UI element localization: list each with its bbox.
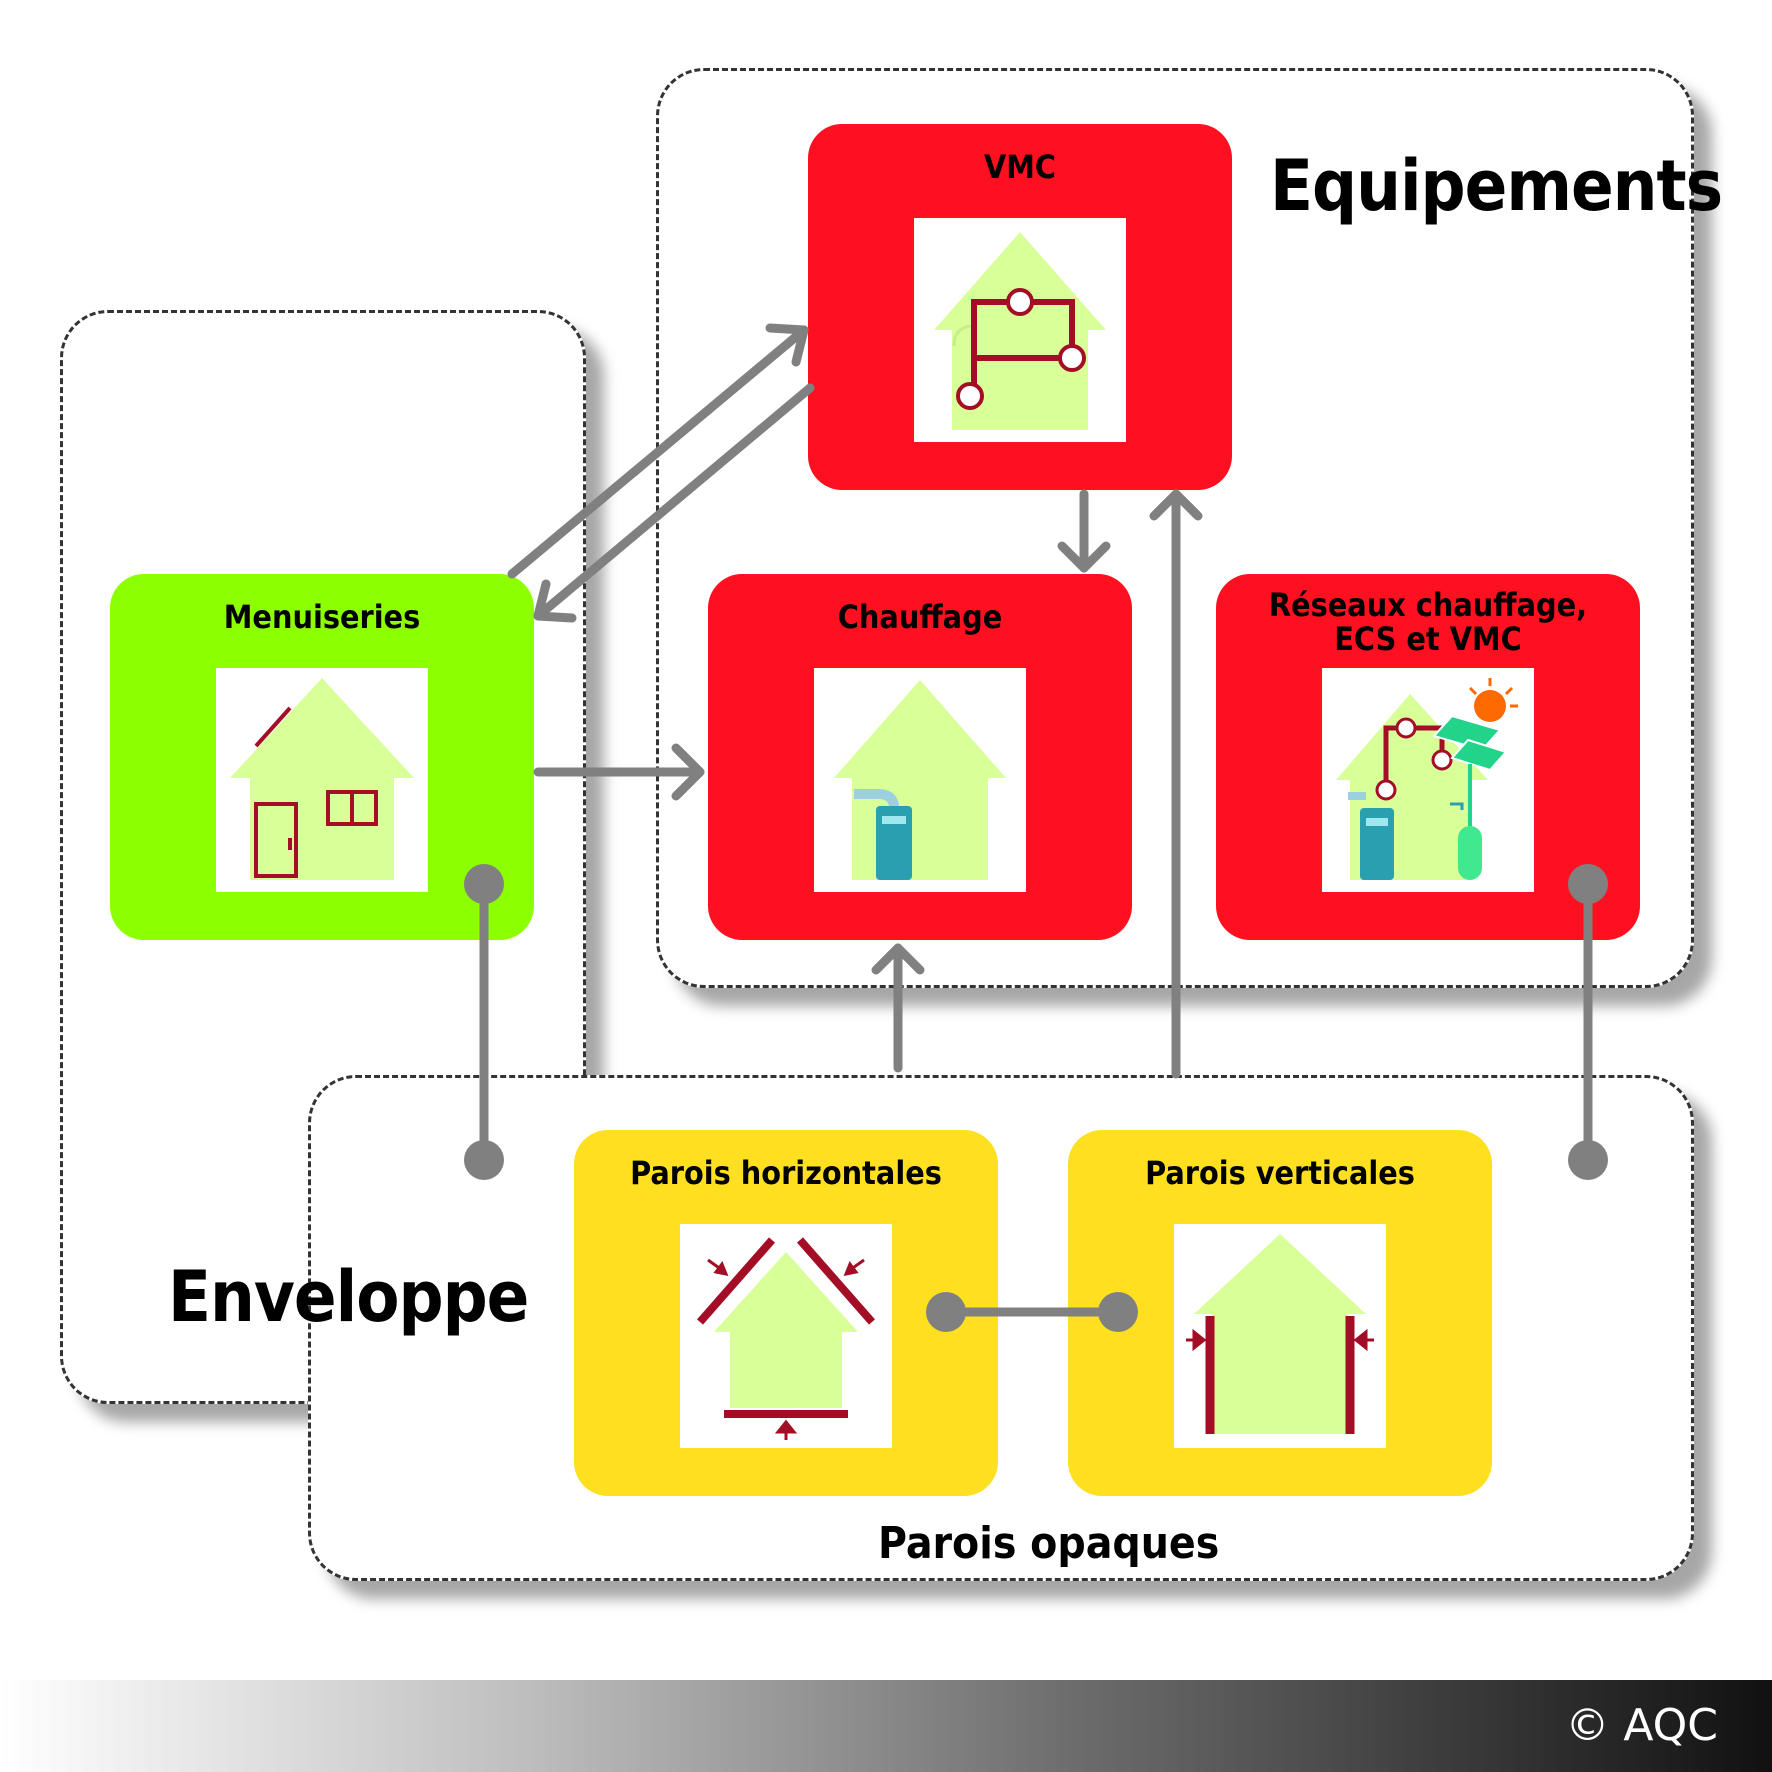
equipements-title: Equipements	[1270, 145, 1723, 227]
parois-verticales-label: Parois verticales	[1145, 1154, 1415, 1192]
vmc-label: VMC	[983, 148, 1057, 186]
vmc-house-icon	[914, 218, 1126, 442]
reseaux-card: Réseaux chauffage, ECS et VMC	[1216, 574, 1640, 940]
parois-verticales-card: Parois verticales	[1068, 1130, 1492, 1496]
parois-horizontales-label: Parois horizontales	[630, 1154, 942, 1192]
parois-horizontales-house-icon	[680, 1224, 892, 1448]
copyright: © AQC	[1565, 1700, 1718, 1751]
parois-opaques-title: Parois opaques	[878, 1518, 1220, 1569]
parois-horizontales-card: Parois horizontales	[574, 1130, 998, 1496]
chauffage-house-icon	[814, 668, 1026, 892]
parois-verticales-house-icon	[1174, 1224, 1386, 1448]
reseaux-label: Réseaux chauffage, ECS et VMC	[1268, 586, 1588, 658]
enveloppe-title: Enveloppe	[168, 1256, 529, 1338]
chauffage-label: Chauffage	[837, 598, 1003, 636]
footer-gradient: © AQC	[0, 1680, 1772, 1772]
reseaux-house-icon	[1322, 668, 1534, 892]
menuiseries-house-icon	[216, 668, 428, 892]
menuiseries-card: Menuiseries	[110, 574, 534, 940]
menuiseries-label: Menuiseries	[223, 598, 421, 636]
chauffage-card: Chauffage	[708, 574, 1132, 940]
vmc-card: VMC	[808, 124, 1232, 490]
